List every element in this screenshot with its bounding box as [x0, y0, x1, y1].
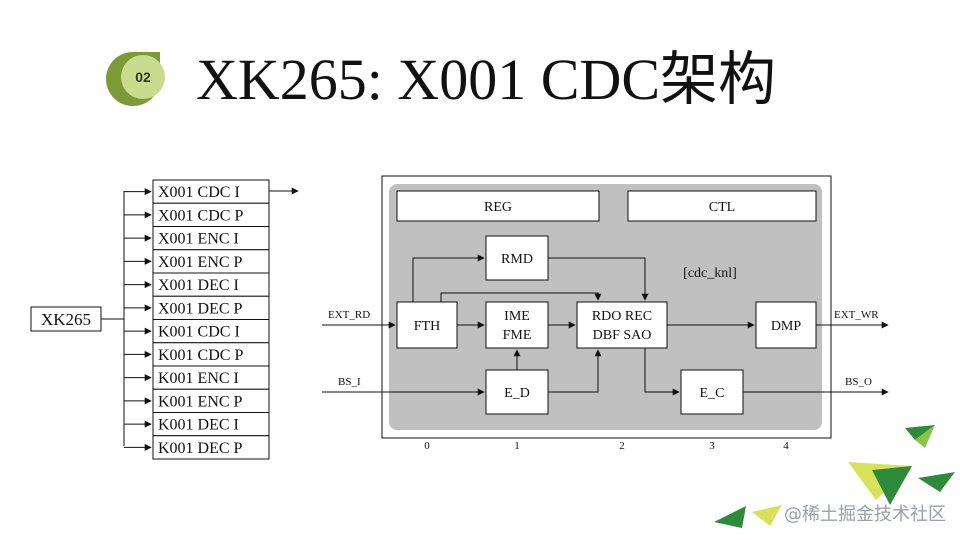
ext-wr-label: EXT_WR [834, 309, 879, 321]
decorative-paper-planes [714, 425, 955, 528]
module-list: X001 CDC I X001 CDC P X001 ENC I X001 ENC P… [124, 179, 270, 460]
rdo-ec-wire [644, 348, 680, 396]
rdo-rec-label: RDO REC [592, 309, 652, 324]
stage-0: 0 [424, 440, 430, 452]
ext-rd-label: EXT_RD [328, 309, 370, 321]
fth-label: FTH [414, 319, 440, 334]
reg-block [396, 190, 600, 222]
bs-o-label: BS_O [845, 376, 872, 388]
watermark: @稀土掘金技术社区 [784, 504, 946, 525]
fth-rdo-wire [440, 292, 602, 302]
ed-label: E_D [504, 386, 530, 401]
stage-3: 3 [709, 440, 715, 452]
fth-rmd-wire [412, 254, 485, 302]
xk265-box [30, 306, 102, 332]
rmd-label: RMD [501, 252, 533, 267]
deco-plane-3 [918, 472, 955, 492]
signal-wires [322, 254, 889, 396]
rmd-block [485, 235, 549, 281]
module-label: K001 CDC I [158, 324, 240, 341]
module-label: X001 DEC P [158, 300, 243, 317]
deco-plane-4 [714, 506, 746, 528]
reg-label: REG [484, 200, 512, 215]
module-label: K001 DEC P [158, 440, 243, 457]
section-badge: 02 [106, 52, 165, 106]
module-label: X001 ENC P [158, 254, 243, 271]
module-label: K001 ENC I [158, 370, 239, 387]
ec-block [680, 369, 744, 415]
dmp-block [755, 301, 817, 349]
fme-label: FME [503, 328, 532, 343]
rdo-block [576, 301, 668, 349]
module-label: X001 ENC I [158, 231, 239, 248]
ec-label: E_C [700, 386, 725, 401]
dmp-label: DMP [771, 319, 802, 334]
ime-fme-block [485, 301, 549, 349]
deco-plane-1 [905, 425, 935, 440]
ctl-label: CTL [709, 200, 735, 215]
stage-1: 1 [514, 440, 520, 452]
badge-inner-circle [121, 55, 165, 99]
dbf-sao-label: DBF SAO [593, 328, 652, 343]
module-label: K001 ENC P [158, 393, 243, 410]
cdc-block-diagram: REG CTL RMD [cdc_knl] FTH IME FME RDO RE… [322, 175, 889, 452]
module-label: X001 CDC I [158, 184, 240, 201]
bs-i-label: BS_I [338, 376, 361, 388]
badge-number: 02 [135, 69, 151, 85]
kernel-label: [cdc_knl] [683, 266, 737, 281]
rmd-rdo-wire [548, 257, 649, 301]
deco-plane-2-shade [872, 466, 912, 505]
deco-plane-5 [752, 505, 782, 526]
stage-2: 2 [619, 440, 625, 452]
ctl-block [627, 190, 817, 222]
module-label: K001 CDC P [158, 347, 243, 364]
ed-rdo-wire [548, 349, 602, 393]
module-box [152, 435, 270, 460]
module-label: K001 DEC I [158, 417, 239, 434]
xk265-label: XK265 [41, 310, 91, 329]
module-label: X001 DEC I [158, 277, 239, 294]
module-label: X001 CDC P [158, 207, 243, 224]
stage-4: 4 [783, 440, 789, 452]
deco-plane-1-shade [915, 425, 935, 448]
fth-block [396, 301, 458, 349]
page-title: XK265: X001 CDC架构 [196, 47, 777, 112]
ime-label: IME [504, 309, 530, 324]
